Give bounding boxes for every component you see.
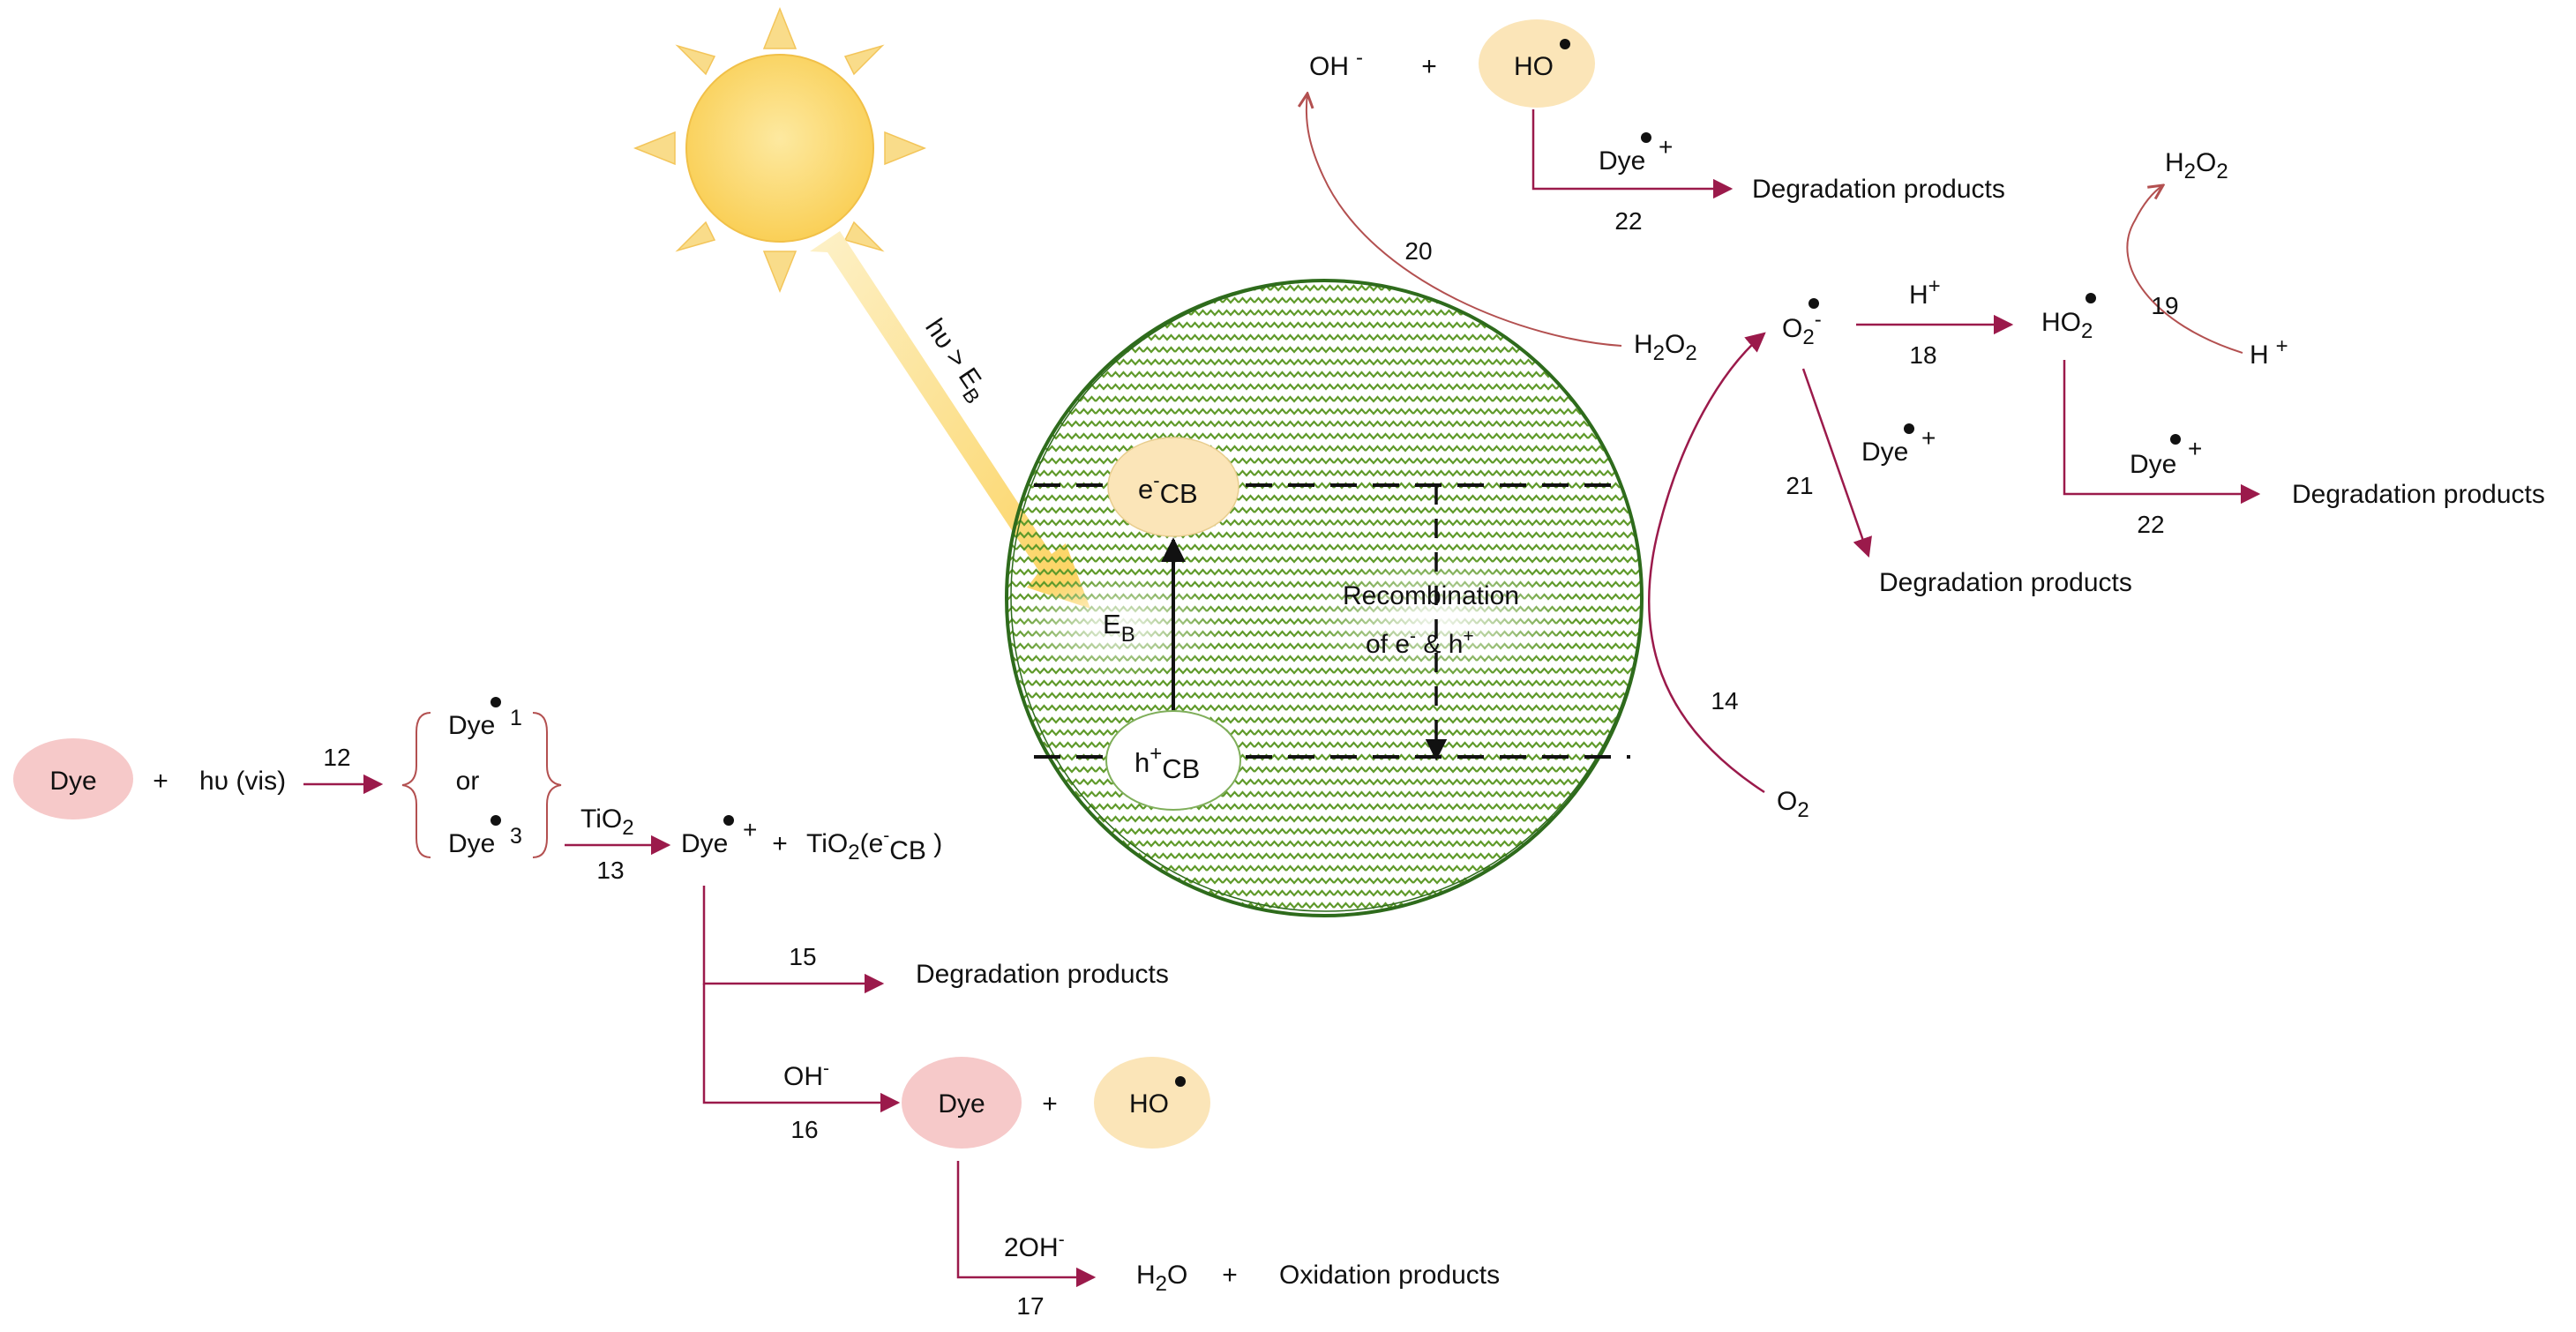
left-brace (401, 712, 431, 858)
arrow-16 (702, 984, 901, 1113)
degradation-products-22-top: Degradation products (1752, 175, 2005, 204)
reaction-22-label-top: 22 (1614, 207, 1642, 235)
cation-plus: + (1921, 424, 1936, 452)
arrow-22-top (1531, 109, 1734, 199)
hydroxyl-radical-top: HO (1514, 52, 1554, 81)
radical-dot (2086, 293, 2096, 303)
recombination-label-line2: of e- & h+ (1366, 626, 1474, 659)
band-gap-label: EB (1103, 609, 1135, 647)
reaction-13-label: 13 (596, 857, 624, 884)
radical-dot (1560, 39, 1570, 49)
reaction-14-label: 14 (1711, 687, 1738, 715)
tio2-particle (1005, 279, 1644, 917)
reaction-15-label: 15 (789, 943, 816, 970)
radical-dot (1808, 298, 1819, 309)
radical-dot (1641, 132, 1651, 143)
reaction-20-label: 20 (1404, 237, 1432, 265)
degradation-products-15: Degradation products (916, 960, 1169, 989)
excited-dye-singlet: Dye (448, 711, 495, 740)
arrow-20 (1307, 94, 1622, 347)
tio2-catalyst-label: TiO2 (580, 804, 634, 840)
reaction-22-label-right: 22 (2137, 511, 2164, 538)
arrow-19 (2126, 185, 2243, 354)
reaction-12-label: 12 (323, 744, 350, 771)
arrow-14 (1647, 332, 1766, 794)
sun-icon (633, 6, 927, 294)
hydroxide-top: OH- (1309, 46, 1363, 81)
arrow-17 (956, 1161, 1097, 1288)
plus-sign: + (1421, 52, 1437, 81)
dye-oval-2 (902, 1057, 1022, 1149)
reaction-21-label: 21 (1786, 472, 1813, 499)
or-label: or (456, 767, 480, 796)
reaction-19-label: 19 (2151, 292, 2178, 319)
hydroxide-label-17: 2OH- (1004, 1230, 1065, 1262)
hydrogen-peroxide: H2O2 (1634, 330, 1697, 365)
dye-radical-cation: Dye (681, 829, 728, 858)
arrow-22-right (2063, 360, 2261, 505)
hydroxide-label-16: OH- (783, 1059, 829, 1091)
dye-label: Dye (49, 767, 96, 796)
hydrogen-peroxide-top: H2O2 (2165, 148, 2228, 183)
superoxide-label: O2- (1782, 308, 1822, 349)
radical-dot (1904, 423, 1914, 434)
hole-cb-oval (1105, 710, 1241, 811)
arrow-21 (1801, 368, 1872, 558)
dye-radical-21: Dye (1861, 438, 1908, 467)
oxidation-products: Oxidation products (1279, 1261, 1500, 1290)
reaction-16-label: 16 (790, 1116, 818, 1143)
photon-label: hυ (vis) (199, 767, 286, 796)
degradation-products-22-right: Degradation products (2292, 480, 2545, 509)
reaction-18-label: 18 (1909, 341, 1936, 369)
recombination-label-line1: Recombination (1343, 581, 1519, 610)
cation-plus: + (2188, 435, 2202, 462)
hydroperoxyl-label: HO2 (2041, 308, 2093, 343)
dye-oval (13, 738, 133, 819)
reaction-17-label: 17 (1016, 1292, 1044, 1320)
dye-radical-right: Dye (2130, 450, 2176, 479)
plus-sign: + (772, 829, 788, 858)
excited-dye-triplet: Dye (448, 829, 495, 858)
right-brace (532, 712, 562, 858)
electron-cb-label: e-CB (1138, 469, 1198, 509)
dye-label-2: Dye (938, 1089, 985, 1119)
water-label: H2O (1136, 1261, 1187, 1296)
radical-dot (1175, 1076, 1186, 1087)
proton-label-19: H+ (2250, 334, 2288, 370)
tio2-electron-label: TiO2(e-CB ) (806, 826, 942, 865)
hydroxyl-radical-label: HO (1129, 1089, 1169, 1119)
cation-plus: + (1659, 133, 1673, 161)
plus-sign: + (153, 767, 168, 796)
degradation-products-21: Degradation products (1879, 568, 2132, 597)
plus-sign: + (1222, 1261, 1238, 1290)
proton-label-18: H+ (1909, 274, 1941, 310)
triplet-state-label: 3 (510, 824, 522, 849)
oxygen-label: O2 (1777, 787, 1809, 822)
radical-dot (723, 815, 734, 826)
radical-dot (490, 697, 501, 707)
hole-cb-label: h+CB (1134, 742, 1200, 784)
radical-dot (2170, 434, 2181, 445)
radical-dot (490, 815, 501, 826)
cation-plus: + (743, 816, 757, 843)
plus-sign: + (1042, 1089, 1058, 1119)
electron-cb-oval (1107, 437, 1239, 537)
dye-radical-top: Dye (1599, 146, 1645, 176)
singlet-state-label: 1 (510, 706, 522, 730)
